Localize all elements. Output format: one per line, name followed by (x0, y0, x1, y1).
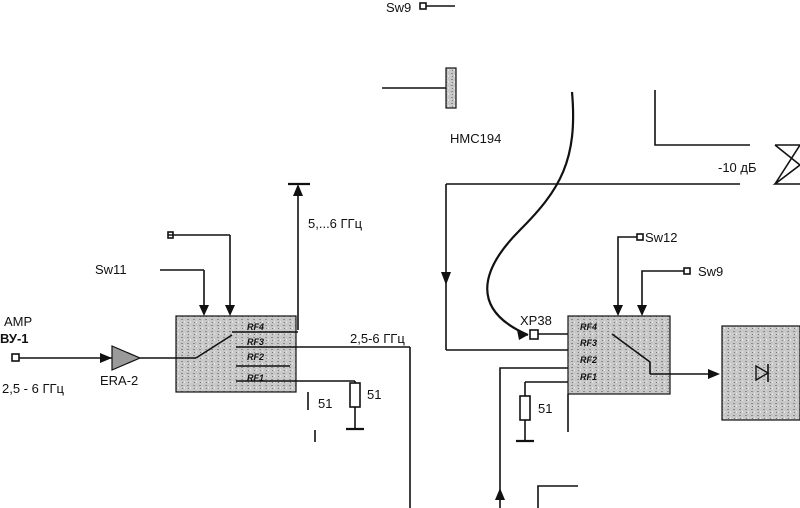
sw11-upper-arrow (225, 305, 235, 316)
sw12-arrow (613, 305, 623, 316)
left-feed-arrow (441, 272, 451, 285)
sw11-upper-terminal (167, 231, 174, 239)
era2-label: ERA-2 (100, 373, 138, 388)
attenuator-symbol (772, 144, 800, 185)
switch-right-block (567, 315, 671, 395)
sw9-top-terminal (419, 2, 427, 10)
left-output-arrow (293, 184, 303, 196)
right-r51: 51 (538, 401, 552, 416)
sw9-top-label: Sw9 (386, 0, 411, 15)
coax-arrow (517, 330, 528, 340)
switch-left-wiper (195, 334, 233, 359)
switch-right-rf1: RF1 (580, 372, 597, 382)
hmc194-block (445, 67, 457, 109)
vu1-label: ВУ-1 (0, 331, 29, 346)
era2-amplifier (111, 345, 142, 371)
detector-block (721, 325, 800, 421)
input-arrow (100, 353, 112, 363)
sw9-right-wire (641, 270, 684, 313)
switch-right-rf3: RF3 (580, 338, 597, 348)
switch-left-rf1: RF1 (247, 373, 264, 383)
range-label: 2,5-6 ГГц (350, 331, 405, 346)
input-terminal (11, 353, 20, 362)
amp-label: AMP (4, 314, 32, 329)
xp38-terminal (529, 329, 539, 340)
left-r51-a: 51 (318, 396, 332, 411)
sw12-wire (617, 236, 637, 313)
sw9-right-label: Sw9 (698, 264, 723, 279)
sw11-arrow (199, 305, 209, 316)
switch-left-rf2: RF2 (247, 352, 264, 362)
xp38-label: XP38 (520, 313, 552, 328)
switch-right-wiper (611, 333, 651, 363)
sw9-right-terminal (683, 267, 691, 275)
att-upper-wire (654, 90, 750, 146)
diode-symbol (755, 364, 770, 382)
att-10db-label: -10 дБ (718, 160, 757, 175)
sw9-right-arrow (637, 305, 647, 316)
rf2-feed-arrow (495, 488, 505, 500)
sw12-terminal (636, 233, 644, 241)
sw11-label: Sw11 (95, 262, 127, 277)
freq-top-left-label: 5,...6 ГГц (308, 216, 363, 231)
left-resistor (349, 382, 361, 408)
switch-left-block (175, 315, 297, 393)
sw12-label: Sw12 (645, 230, 678, 245)
switch-right-rf2: RF2 (580, 355, 597, 365)
att-cross (774, 144, 800, 185)
right-resistor (519, 395, 531, 421)
coax-cable (486, 91, 575, 337)
hmc194-label: HMC194 (450, 131, 501, 146)
freq-bottom-left-label: 2,5 - 6 ГГц (2, 381, 65, 396)
switch-left-rf3: RF3 (247, 337, 264, 347)
switch-right-rf4: RF4 (580, 322, 597, 332)
rf2-feed-wire (499, 367, 568, 508)
switch-left-rf4: RF4 (247, 322, 264, 332)
left-r51-b: 51 (367, 387, 381, 402)
switch-right-output-arrow (708, 369, 720, 379)
bottom-right-wire (537, 485, 578, 508)
